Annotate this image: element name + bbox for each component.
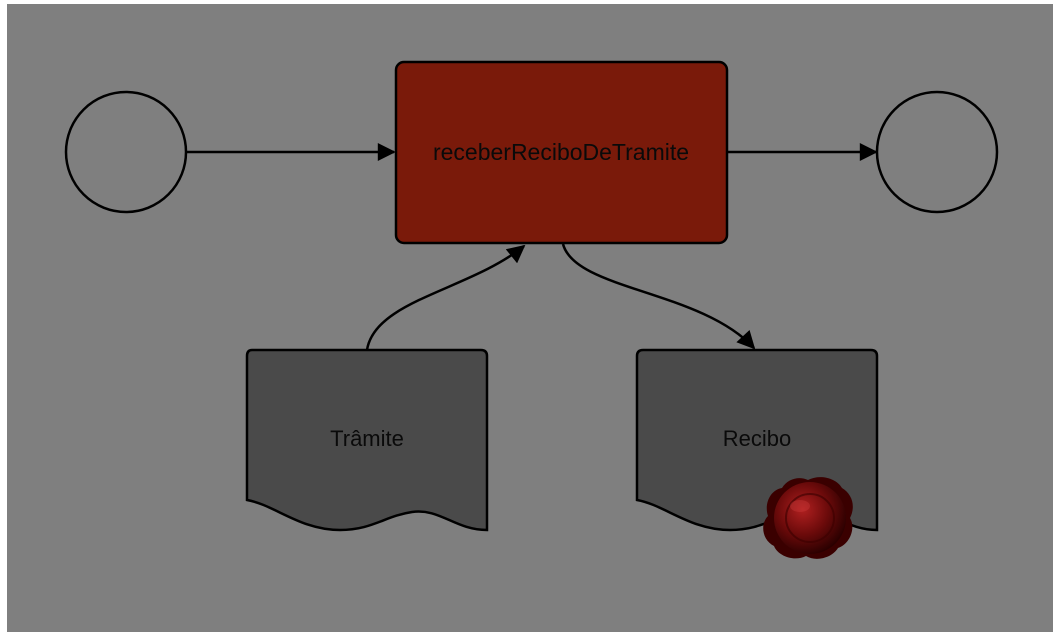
data-output-association bbox=[561, 243, 756, 350]
document-recibo[interactable]: Recibo bbox=[635, 348, 879, 559]
start-event-circle[interactable] bbox=[64, 90, 188, 214]
document-label-recibo: Recibo bbox=[723, 426, 791, 451]
task-receber-recibo[interactable]: receberReciboDeTramite bbox=[394, 60, 729, 245]
document-label-tramite: Trâmite bbox=[330, 426, 404, 451]
document-shape bbox=[245, 348, 489, 532]
end-event-circle[interactable] bbox=[875, 90, 999, 214]
wax-seal-icon bbox=[763, 477, 853, 559]
document-tramite[interactable]: Trâmite bbox=[245, 348, 489, 532]
data-input-association bbox=[365, 244, 526, 351]
task-label: receberReciboDeTramite bbox=[433, 139, 689, 165]
task-box bbox=[394, 60, 729, 245]
